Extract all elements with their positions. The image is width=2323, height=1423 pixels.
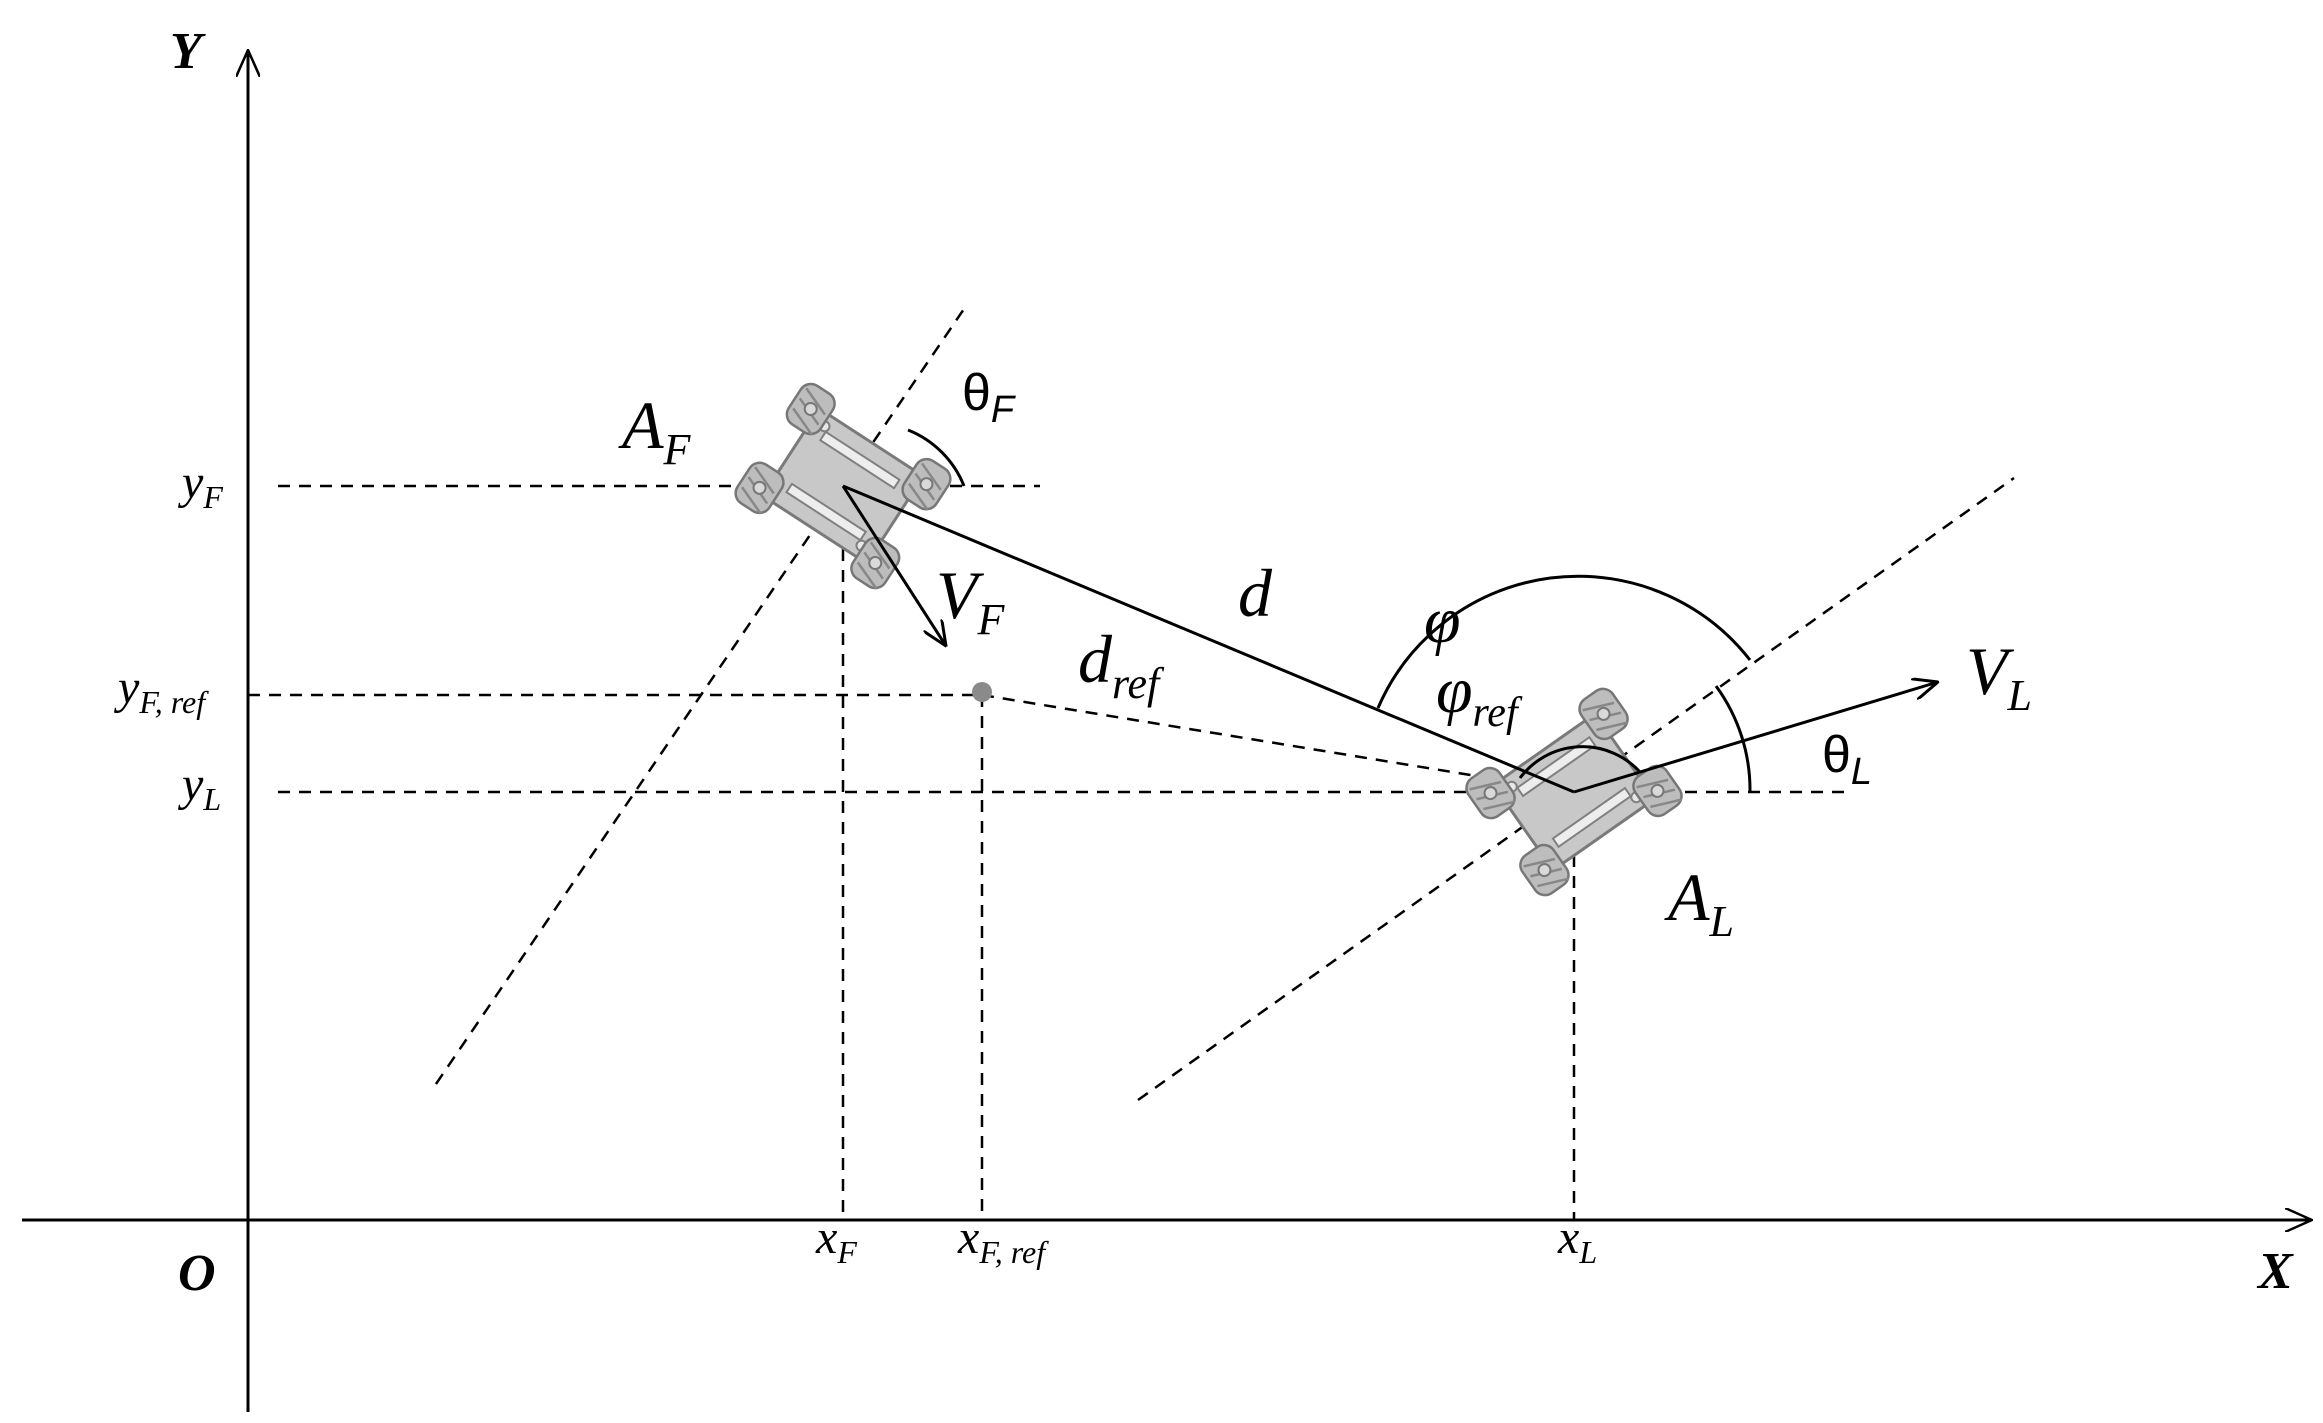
leader-heading-label: θL — [1822, 726, 1872, 793]
y-axis-label: Y — [170, 23, 206, 80]
tick-x-F-ref: xF, ref — [957, 1211, 1049, 1270]
leader-heading-guide — [1137, 476, 2015, 1102]
tick-y-F-ref: yF, ref — [113, 661, 209, 720]
distance-label: d — [1238, 555, 1273, 631]
follower-name-label: AF — [618, 387, 692, 474]
d-ref-line — [981, 693, 1575, 794]
tick-y-L: yL — [177, 758, 221, 817]
follower-heading-guide — [434, 305, 968, 1085]
x-axis-label: X — [2256, 1243, 2294, 1300]
origin-label: O — [178, 1245, 216, 1302]
tick-x-L: xL — [1557, 1211, 1597, 1270]
leader-velocity-label: VL — [1966, 633, 2032, 720]
tick-x-F: xF — [815, 1211, 857, 1270]
leader-name-label: AL — [1664, 859, 1734, 946]
reference-point — [972, 682, 992, 702]
follower-heading-label: θF — [962, 364, 1016, 431]
distance-ref-label: dref — [1078, 621, 1165, 708]
follower-velocity-label: VF — [936, 557, 1006, 644]
phi-label: φ — [1424, 584, 1461, 657]
phi-ref-arc — [1518, 745, 1642, 779]
follower-velocity-vector — [841, 485, 946, 646]
theta-F-arc — [907, 428, 966, 487]
tick-y-F: yF — [177, 456, 223, 515]
phi-arc — [1376, 574, 1752, 709]
phi-ref-label: φref — [1436, 654, 1523, 736]
theta-L-arc — [1714, 685, 1752, 793]
distance-line — [842, 484, 1575, 794]
leader-velocity-vector — [1573, 682, 1938, 794]
